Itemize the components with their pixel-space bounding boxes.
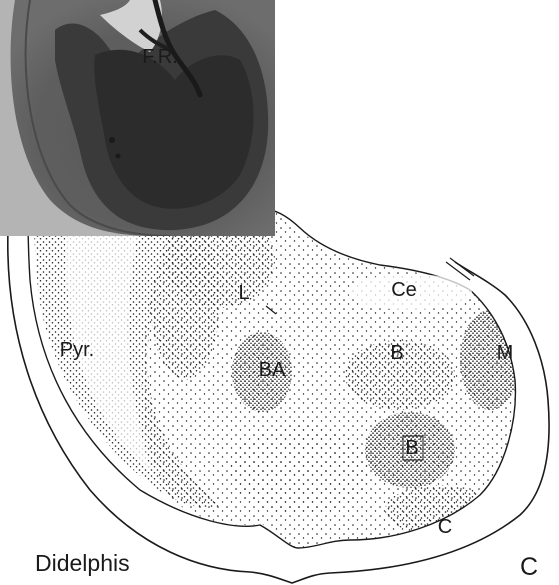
label-c: C [438, 517, 452, 537]
label-m: M [497, 343, 514, 363]
label-l: L [238, 283, 249, 303]
label-b-upper: B [390, 343, 403, 363]
label-ba: BA [259, 360, 286, 380]
label-ce: Ce [391, 280, 417, 300]
panel-letter: C [520, 555, 538, 580]
species-label: Didelphis [35, 552, 130, 575]
micrograph-inset [0, 0, 275, 236]
label-b-lower: B [405, 438, 418, 458]
label-fr: F.R. [142, 47, 178, 67]
label-pyr: Pyr. [60, 340, 94, 360]
